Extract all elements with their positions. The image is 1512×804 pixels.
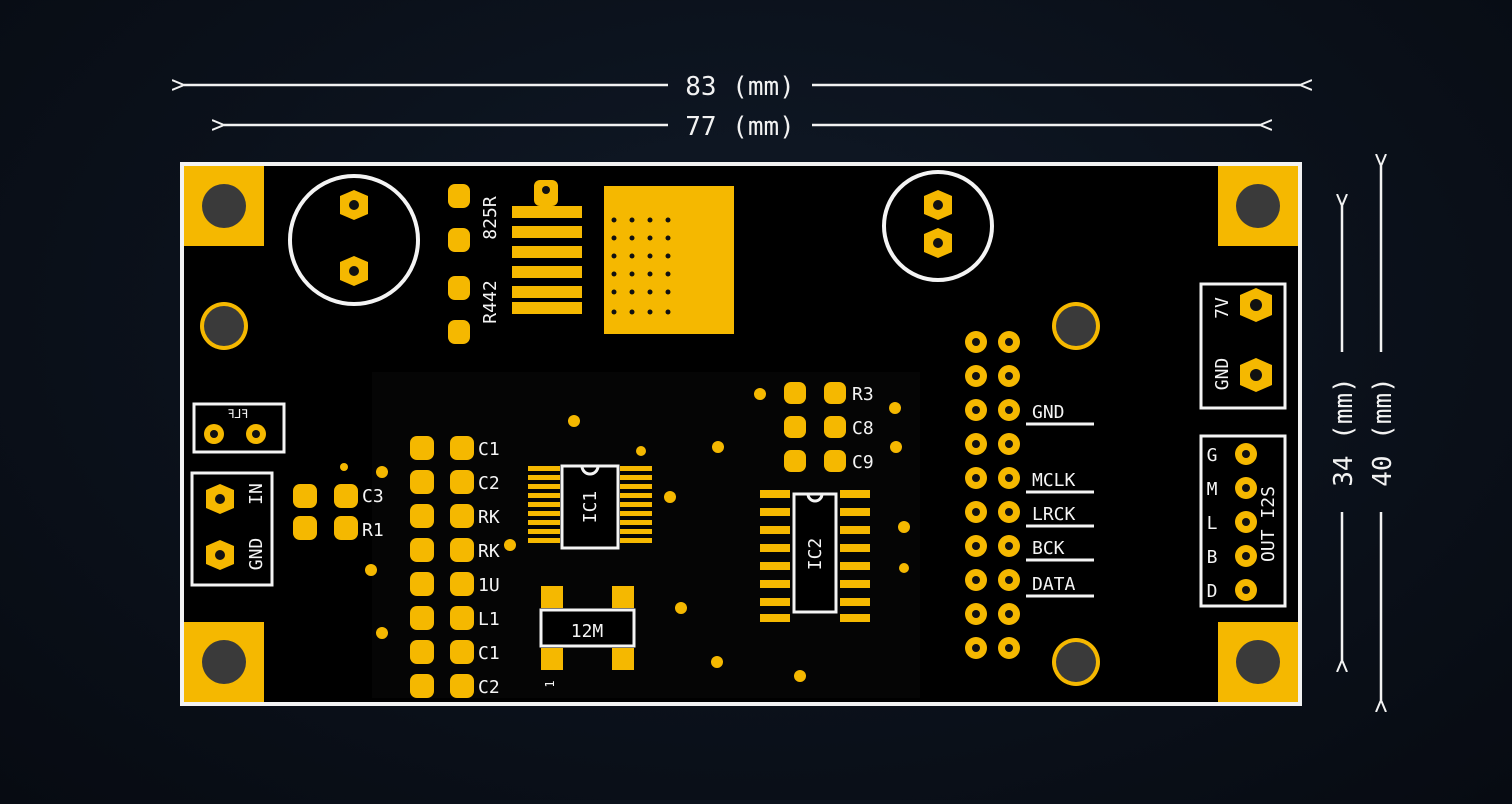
label-col-7: C2	[478, 677, 500, 698]
capacitor-large-right	[882, 170, 994, 282]
capacitor-large-left	[288, 174, 420, 306]
pads-c3-r1	[293, 484, 358, 540]
label-power-gnd: GND	[1212, 358, 1233, 391]
label-out-i2s: OUT I2S	[1258, 486, 1279, 562]
label-ic1: IC1	[580, 491, 601, 524]
label-825r: 825R	[480, 196, 501, 240]
label-col-4: 1U	[478, 575, 500, 596]
power-connector	[1199, 282, 1287, 410]
label-out-pin-2: L	[1207, 513, 1218, 534]
dimension-outer-height: 40 (mm)	[1368, 166, 1398, 700]
pads-r3-c8-c9	[784, 382, 846, 472]
label-header-gnd: GND	[1032, 402, 1065, 423]
vias	[340, 388, 910, 682]
label-r1: R1	[362, 520, 384, 541]
label-col-3: RK	[478, 541, 500, 562]
outer-height-label: 40 (mm)	[1368, 377, 1398, 487]
mounting-hole-bottom-right	[1218, 622, 1298, 702]
resistor-pads-825r-r442	[448, 184, 470, 344]
label-header-mclk: MCLK	[1032, 470, 1076, 491]
ic1-chip	[528, 464, 652, 550]
label-pin1: 1	[543, 680, 557, 687]
label-col-5: L1	[478, 609, 500, 630]
small-header-2pin	[192, 402, 286, 454]
small-header-label: ꟻ⅃ꟻ	[228, 407, 249, 421]
label-header-bck: BCK	[1032, 538, 1065, 559]
label-header-data: DATA	[1032, 574, 1076, 595]
label-in: IN	[246, 483, 267, 505]
label-out-pin-3: B	[1207, 547, 1218, 568]
label-r442: R442	[480, 280, 501, 323]
crystal-12m	[539, 586, 636, 670]
mounting-hole-top-left	[184, 166, 264, 246]
dimension-outer-width: 83 (mm)	[184, 72, 1300, 102]
input-connector	[190, 471, 274, 587]
label-c8: C8	[852, 418, 874, 439]
label-out-pin-4: D	[1207, 581, 1218, 602]
dimension-inner-width: 77 (mm)	[224, 112, 1260, 142]
label-col-0: C1	[478, 439, 500, 460]
voltage-regulator	[512, 180, 734, 334]
label-out-pin-0: G	[1207, 445, 1218, 466]
inner-height-label: 34 (mm)	[1329, 377, 1359, 487]
mounting-hole-bottom-right-inner	[1052, 638, 1100, 686]
label-crystal: 12M	[571, 621, 604, 642]
label-c9: C9	[852, 452, 874, 473]
label-col-2: RK	[478, 507, 500, 528]
inner-width-label: 77 (mm)	[685, 112, 795, 142]
smd-pad-column	[410, 436, 474, 698]
label-power-7v: 7V	[1212, 297, 1233, 319]
outer-width-label: 83 (mm)	[685, 72, 795, 102]
mounting-hole-mid-left	[200, 302, 248, 350]
mounting-hole-bottom-left	[184, 622, 264, 702]
label-col-1: C2	[478, 473, 500, 494]
ic2-chip	[760, 490, 870, 622]
pin-header-2x10	[965, 331, 1094, 659]
label-col-6: C1	[478, 643, 500, 664]
label-ic2: IC2	[805, 538, 826, 571]
mounting-hole-mid-right	[1052, 302, 1100, 350]
label-c3: C3	[362, 486, 384, 507]
label-out-pin-1: M	[1207, 479, 1218, 500]
mounting-hole-top-right	[1218, 166, 1298, 246]
dimension-inner-height: 34 (mm)	[1329, 206, 1359, 660]
smd-column-labels: C1 C2 RK RK 1U L1 C1 C2	[478, 439, 500, 698]
label-header-lrck: LRCK	[1032, 504, 1076, 525]
label-r3: R3	[852, 384, 874, 405]
label-in-gnd: GND	[246, 538, 267, 571]
output-i2s-connector	[1199, 434, 1287, 608]
